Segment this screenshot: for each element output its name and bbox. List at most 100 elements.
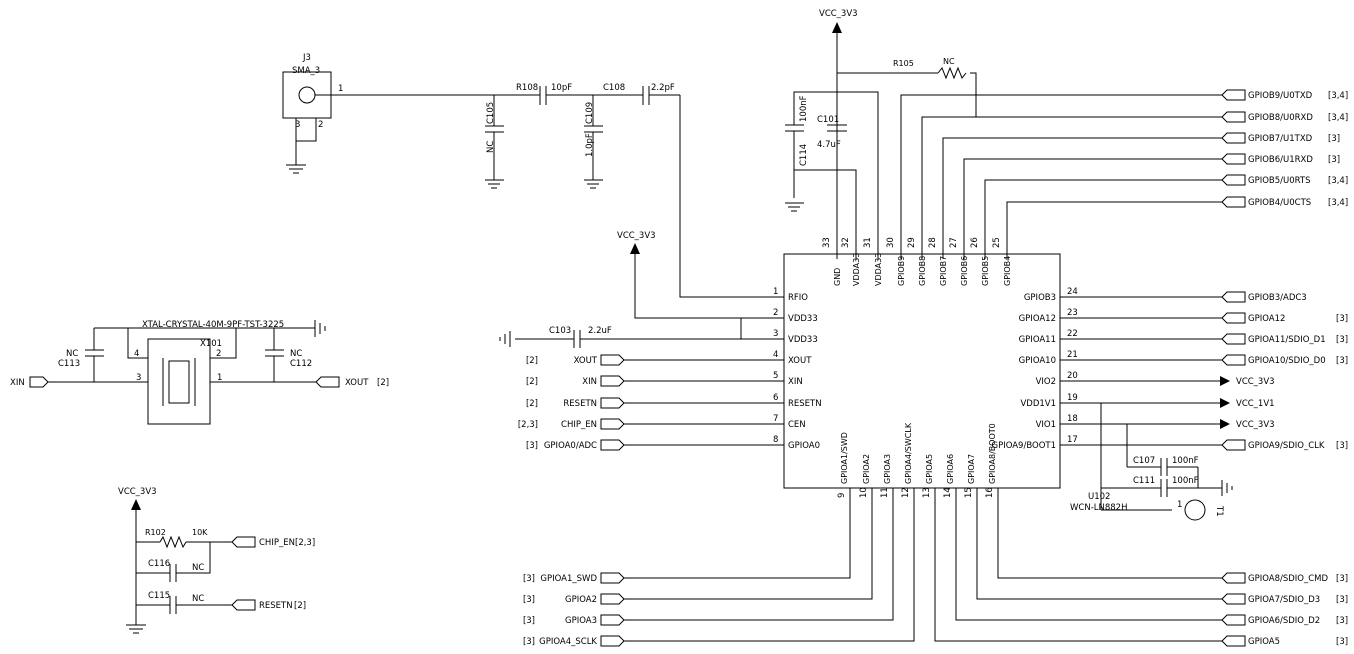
c108-label: C108 [603,83,625,93]
uart-net-ref: [3,4] [1328,91,1348,101]
bottom-right-net-label: GPIOA6/SDIO_D2 [1248,616,1320,626]
j3-pin3: 3 [295,120,300,130]
bottom-left-port [600,635,625,647]
uart-net-ref: [3] [1328,155,1340,165]
left-pin-name: CEN [788,420,806,430]
testpoint-pin: 1 [1177,500,1182,510]
r108-label: R108 [516,83,538,93]
right-pin-number: 19 [1067,393,1078,403]
c115-label: C115 [148,591,170,601]
c116-value: NC [192,563,204,573]
power-arrow [1220,376,1230,386]
c115-value: NC [192,594,204,604]
top-pin-number: 27 [949,237,959,248]
right-net-ref: [3] [1336,441,1348,451]
bottom-pin-number: 10 [859,487,869,498]
left-net-ref: [2,3] [518,420,538,430]
reset-chip-en-ref: [2,3] [295,538,315,548]
left-pin-number: 6 [773,393,778,403]
r102-value: 10K [192,528,208,537]
c103-label: C103 [549,326,571,336]
right-pin-name: GPIOA11 [1019,335,1056,345]
c114-label: C114 [799,144,809,166]
right-pin-name: GPIOA9/BOOT1 [991,441,1056,451]
top-pin-number: 33 [822,237,832,248]
bottom-right-net-label: GPIOA8/SDIO_CMD [1248,574,1329,584]
uart-net-ref: [3,4] [1328,176,1348,186]
c101-value: 100nF [799,95,809,122]
bottom-pin-name: GPIOA4/SWCLK [904,422,913,484]
right-net-ref: [3] [1336,314,1348,324]
bottom-right-net-ref: [3] [1336,574,1348,584]
r105-label: R105 [893,59,914,68]
bottom-pin-number: 16 [985,487,995,498]
left-net-label: RESETN [563,399,597,409]
uart-net-label: GPIOB7/U1TXD [1248,134,1313,144]
left-pin-name: GPIOA0 [788,441,820,451]
vcc-mid-label: VCC_3V3 [617,231,656,241]
bottom-right-port-list: GPIOA8/SDIO_CMD [3] GPIOA7/SDIO_D3 [3] GPIOA… [1221,572,1348,647]
bottom-right-net-ref: [3] [1336,616,1348,626]
bottom-pin-name: GPIOA5 [925,454,934,484]
bottom-left-net-label: GPIOA2 [565,595,597,605]
c109-label: C109 [585,102,595,124]
uart-net-label: GPIOB8/U0RXD [1248,113,1313,123]
top-pin-name: VDDA33 [874,253,883,286]
left-net-ref: [2] [526,399,538,409]
left-net-port [600,397,625,409]
j3-pin2: 2 [318,120,323,130]
uart-net-label: GPIOB6/U1RXD [1248,155,1313,165]
power-arrow [1220,419,1230,429]
top-pin-name: GND [833,268,842,286]
c-2p2pf-label: 2.2pF [651,83,675,93]
right-pin-name: GPIOB3 [1024,293,1056,303]
rf-matching-network: R108 10pF C108 2.2pF C105 NC C109 1.0pF [331,83,784,298]
sma-connector-j3: J3 SMA_3 1 3 2 [282,53,343,174]
bottom-right-net-ref: [3] [1336,595,1348,605]
uart-net-label: GPIOB9/U0TXD [1248,91,1313,101]
right-pin-number: 23 [1067,308,1078,318]
bottom-pin-name: GPIOA2 [862,454,871,484]
c113-value: NC [66,349,78,359]
left-net-label: CHIP_EN [561,420,597,430]
right-net-label: GPIOB3/ADC3 [1248,293,1307,303]
left-net-port [600,439,625,451]
top-pin-name: GPIOB7 [939,256,948,286]
right-pin-number: 17 [1067,435,1078,445]
uart-net-label: GPIOB5/U0RTS [1248,176,1311,186]
uart-port [1221,196,1246,208]
left-pin-name: VDD33 [788,314,818,324]
left-pin-name: RFIO [788,293,808,303]
xtal-pin4: 4 [134,349,139,359]
right-pin-name: GPIOA10 [1019,356,1056,366]
bottom-left-net-ref: [3] [523,595,535,605]
right-net-label: GPIOA12 [1248,314,1285,324]
bottom-left-net-ref: [3] [523,616,535,626]
right-pin-name: VIO1 [1036,420,1056,430]
bottom-left-port-list: GPIOA1_SWD[3]GPIOA2[3]GPIOA3[3]GPIOA4_SC… [523,572,625,647]
c116-label: C116 [148,559,170,569]
top-power-decoupling: VCC_3V3 R105 NC C101 4.7uF 100nF C114 [785,9,977,259]
top-pin-name: VDDA33 [852,253,861,286]
top-pin-name: GPIOB6 [960,256,969,286]
bottom-pin-number: 11 [880,487,890,498]
bottom-left-net-label: GPIOA1_SWD [540,574,597,584]
bottom-right-net-label: GPIOA7/SDIO_D3 [1248,595,1320,605]
r102-label: R102 [145,528,166,537]
reset-chip-en-port: CHIP_EN [259,538,295,548]
right-net-port [1221,291,1246,303]
reset-resetn-ref: [2] [294,601,306,611]
bottom-right-port [1221,572,1246,584]
bottom-pin-number: 13 [922,487,932,498]
xtal-ref: X101 [200,339,222,349]
c111-label: C111 [1133,476,1155,486]
left-net-port [600,354,625,366]
right-pin-number: 22 [1067,329,1078,339]
left-net-port [600,375,625,387]
bottom-left-port [600,614,625,626]
bottom-right-net-label: GPIOA5 [1248,637,1280,647]
xtal-pin3: 3 [136,373,141,383]
top-pin-number: 26 [970,237,980,248]
bottom-pin-name: GPIOA6 [946,454,955,484]
xtal-pin2: 2 [216,349,221,359]
